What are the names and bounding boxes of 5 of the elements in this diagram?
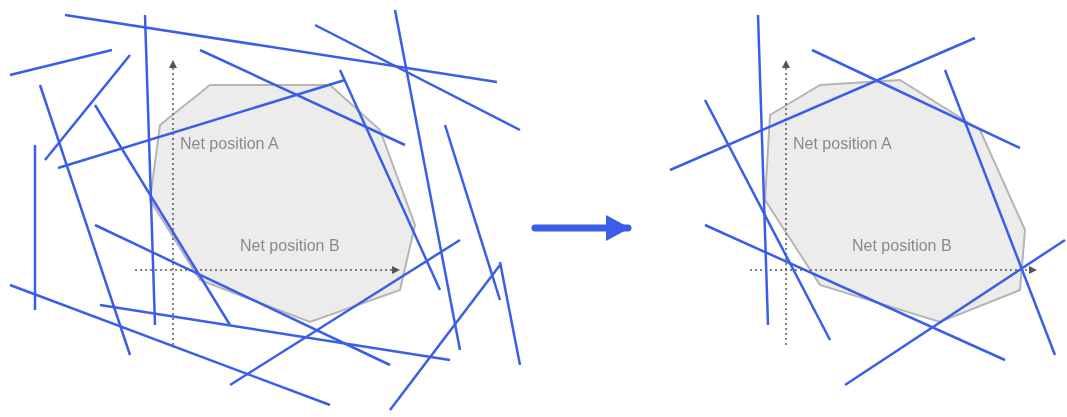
axis-label: Net position B [852, 238, 952, 254]
axis-label: Net position A [793, 136, 892, 152]
arrow [531, 215, 632, 241]
axis-label: Net position B [240, 238, 340, 254]
axis-label: Net position A [180, 136, 279, 152]
